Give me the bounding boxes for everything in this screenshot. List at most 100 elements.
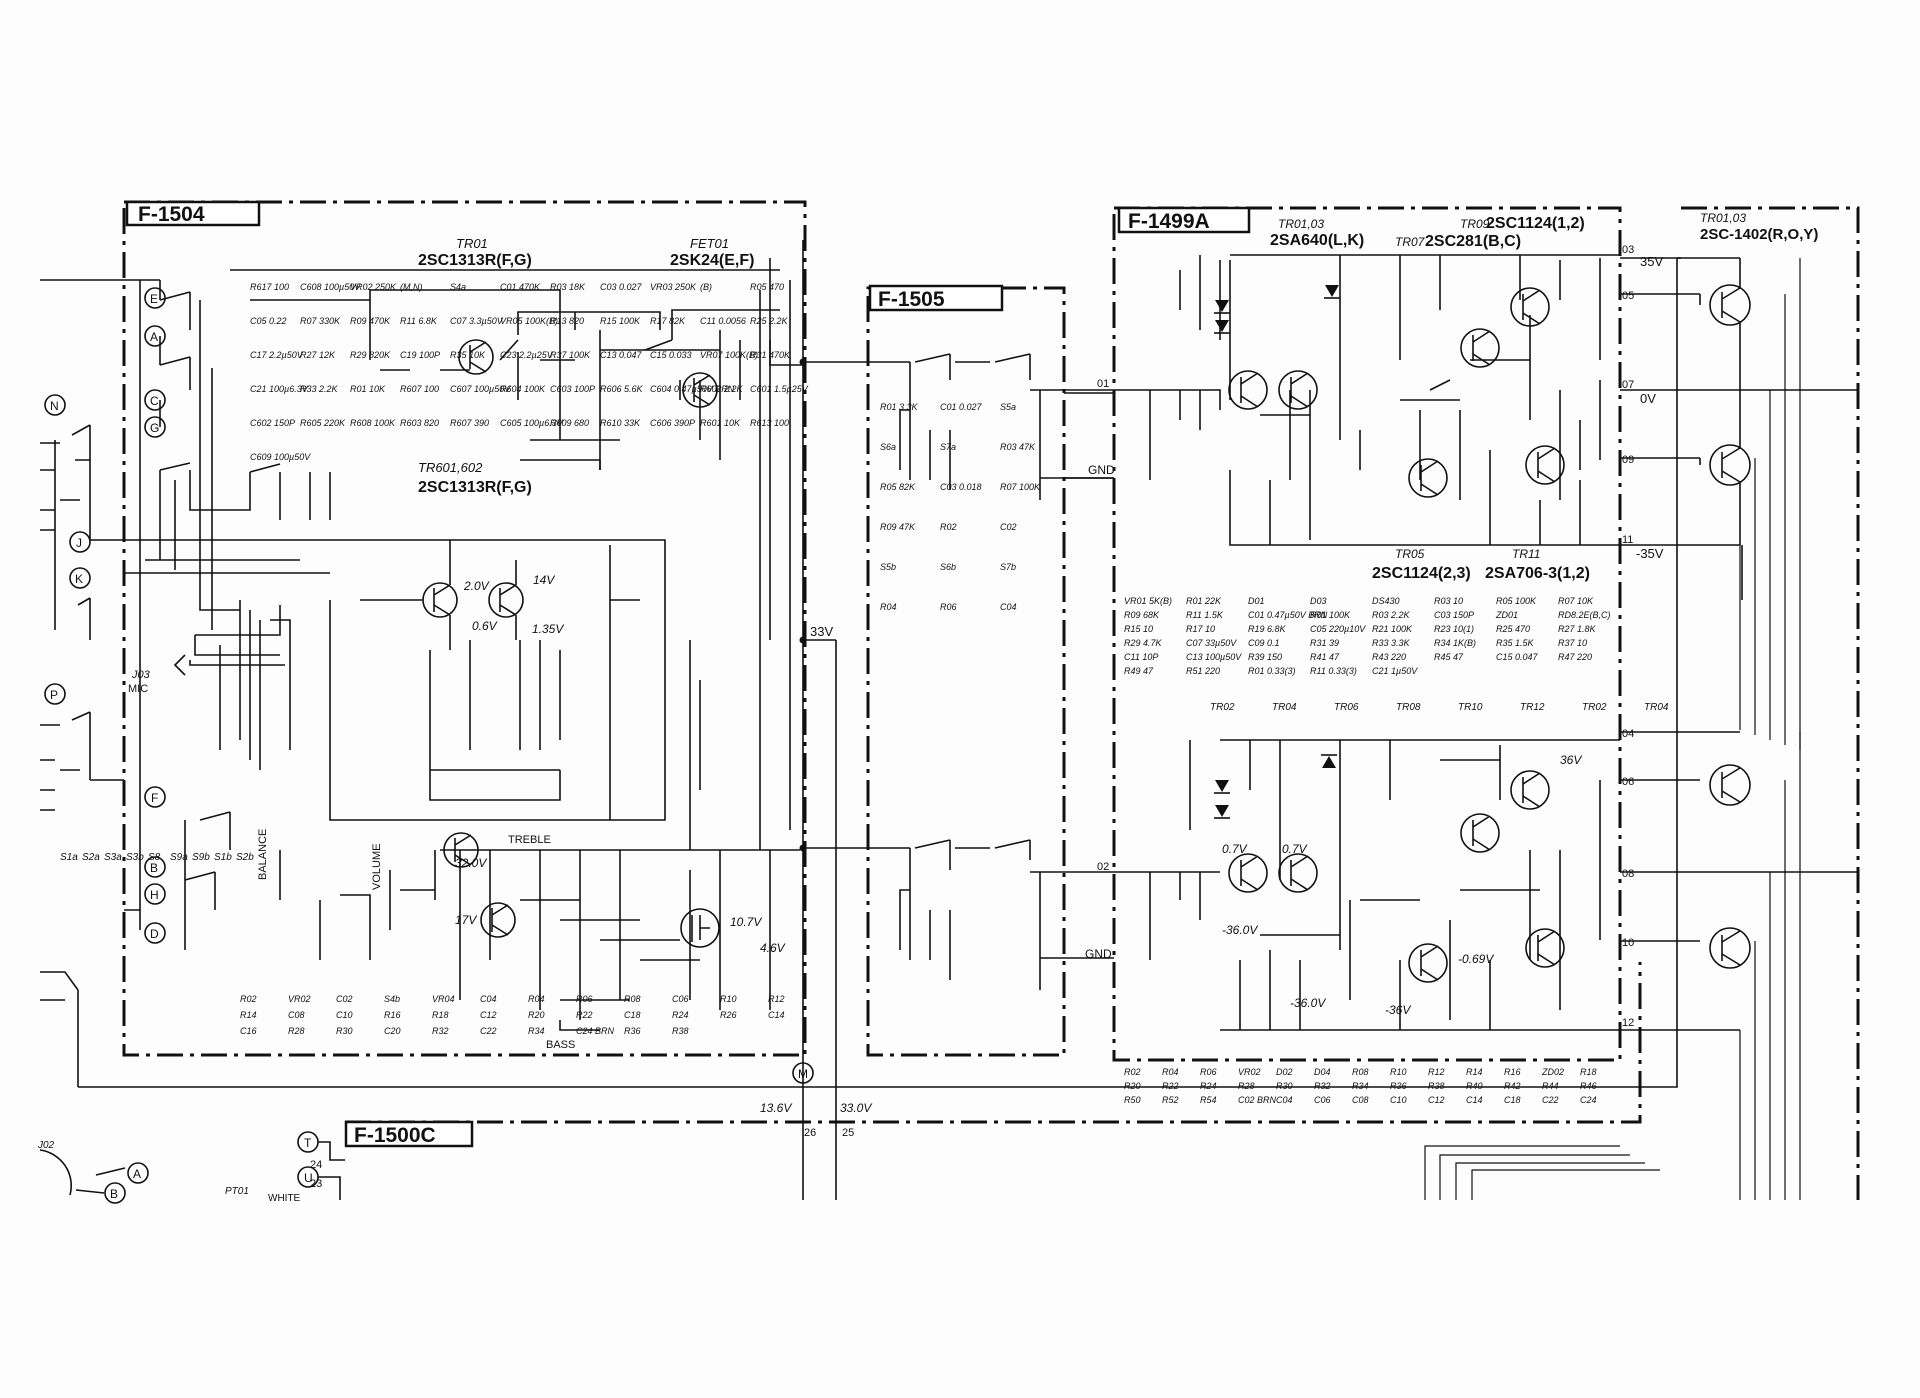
board-label-f1499a: F-1499A [1128, 210, 1210, 233]
component-label: C18 [624, 1010, 641, 1020]
voltage-2-0v: 2.0V [463, 579, 490, 593]
component-label: R46 [1580, 1081, 1597, 1091]
tr07-ref: TR07 [1395, 235, 1426, 249]
voltage-0-7v-a: 0.7V [1222, 842, 1248, 856]
bottom-labels: J02 PT01 WHITE [37, 1140, 301, 1204]
component-label: R610 33K [600, 418, 641, 428]
component-label: VR02 250K [350, 282, 397, 292]
component-label: C03 0.027 [600, 282, 643, 292]
component-label: R34 [528, 1026, 545, 1036]
balance-label: BALANCE [257, 829, 269, 880]
component-label: R08 [624, 994, 641, 1004]
component-label: R07 330K [300, 316, 341, 326]
component-label: R45 47 [1434, 652, 1464, 662]
tr11-ref: TR11 [1512, 547, 1540, 561]
component-label: R30 [336, 1026, 353, 1036]
component-label: (B) [700, 282, 712, 292]
component-label: C605 100µ6.3V [500, 418, 564, 428]
treble-label: TREBLE [508, 834, 551, 846]
tr11-part: 2SA706-3(1,2) [1485, 565, 1590, 582]
voltage-10-7v: 10.7V [730, 915, 762, 929]
tr601-ref: TR601,602 [418, 460, 483, 475]
component-label: C604 0.47µ50V BRN [650, 384, 735, 394]
pin-02: 02 [1097, 861, 1109, 873]
component-label: R04 [1162, 1067, 1179, 1077]
component-label: S5a [1000, 402, 1016, 412]
tr0103-ref: TR01,03 [1278, 217, 1324, 231]
component-label: R10 [720, 994, 737, 1004]
component-label: VR02 [1238, 1067, 1261, 1077]
board-borders [122, 200, 1860, 1200]
component-label: R06 [1200, 1067, 1217, 1077]
component-label: C15 0.033 [650, 350, 692, 360]
component-label: C06 [672, 994, 689, 1004]
component-label: R15 10 [1124, 624, 1153, 634]
component-label: R26 [720, 1010, 737, 1020]
component-label: R27 12K [300, 350, 336, 360]
component-label: C13 100µ50V [1186, 652, 1242, 662]
component-label: R01 10K [350, 384, 386, 394]
voltage-35v: 35V [1640, 254, 1663, 269]
voltage-0v: 0V [1640, 391, 1656, 406]
component-label: C05 0.22 [250, 316, 287, 326]
voltage-33-0v: 33.0V [840, 1101, 872, 1115]
component-label: R33 2.2K [300, 384, 339, 394]
component-label: C23 2.2µ25V [500, 350, 554, 360]
component-label: R617 100 [250, 282, 289, 292]
component-label: R603 820 [400, 418, 439, 428]
component-label: C20 [384, 1026, 401, 1036]
terminal-e: E [150, 292, 158, 306]
component-label: R01 3.3K [880, 402, 919, 412]
terminal-g: G [150, 421, 159, 435]
fet01-part: 2SK24(E,F) [670, 252, 754, 269]
component-label: C11 10P [1124, 652, 1158, 662]
transistor-label: TR02 [1582, 702, 1607, 713]
component-label: C607 100µ50V [450, 384, 511, 394]
component-label: S7b [1000, 562, 1016, 572]
component-label: C24 [1580, 1095, 1597, 1105]
component-label: C02 [1000, 522, 1017, 532]
pin-12: 12 [1622, 1017, 1634, 1029]
component-label: R609 680 [550, 418, 589, 428]
component-label: VR04 [432, 994, 455, 1004]
terminal-n: N [50, 399, 59, 413]
component-label: R31 470K [750, 350, 791, 360]
component-label: C17 2.2µ50V [250, 350, 304, 360]
switch-label: S1a [60, 852, 78, 863]
component-label: R11 0.33(3) [1310, 666, 1357, 676]
pin-11: 11 [1622, 534, 1633, 546]
transistor-label: TR02 [1210, 702, 1235, 713]
component-label: R28 [288, 1026, 305, 1036]
transistor-label: TR06 [1334, 702, 1359, 713]
voltage-13-6v: 13.6V [760, 1101, 792, 1115]
voltage-0-7v-b: 0.7V [1282, 842, 1308, 856]
component-label: C10 [1390, 1095, 1407, 1105]
component-label: R10 [1390, 1067, 1407, 1077]
board-label-f1505: F-1505 [878, 288, 945, 311]
switch-label: S2a [82, 852, 100, 863]
component-label: R15 100K [600, 316, 641, 326]
terminal-k: K [75, 572, 83, 586]
component-label: S6b [940, 562, 956, 572]
component-label: R27 1.8K [1558, 624, 1597, 634]
component-label: R07 10K [1558, 596, 1594, 606]
component-label: R605 220K [300, 418, 346, 428]
transistor-label: TR08 [1396, 702, 1421, 713]
board-f1504-border [122, 200, 807, 1057]
terminal-p: P [50, 688, 58, 702]
component-label: C22 [1542, 1095, 1559, 1105]
component-label: C14 [768, 1010, 785, 1020]
component-label: C01 470K [500, 282, 541, 292]
component-label: R03 2.2K [1372, 610, 1411, 620]
out-tr-part: 2SC-1402(R,O,Y) [1700, 226, 1818, 243]
component-label: R22 [1162, 1081, 1179, 1091]
gnd-label-lower: GND [1085, 947, 1112, 961]
board-f1504-circuit [104, 258, 807, 1031]
terminal-a2: A [133, 1167, 141, 1181]
component-label: R11 1.5K [1186, 610, 1224, 620]
component-label: R51 220 [1186, 666, 1220, 676]
board-f1505-circuit [870, 353, 1064, 990]
